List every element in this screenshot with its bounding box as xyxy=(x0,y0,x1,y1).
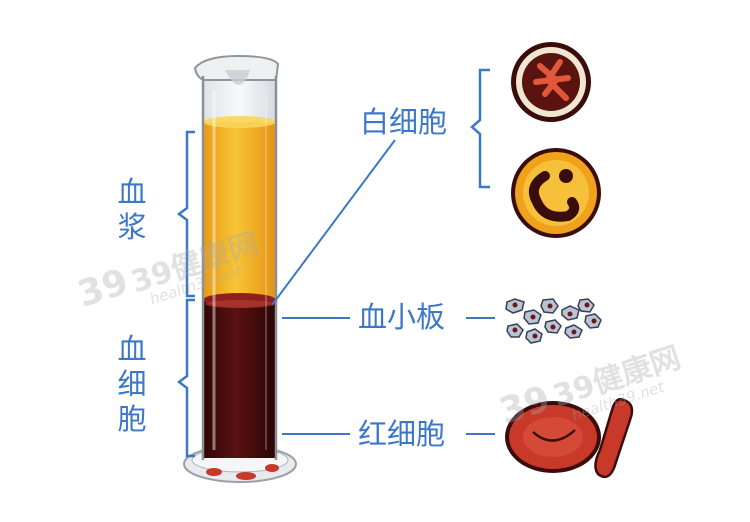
cylinder-glass-top xyxy=(203,78,276,122)
graduated-cylinder xyxy=(183,54,297,483)
label-plasma: 血浆 xyxy=(117,175,147,244)
white-blood-cell-1 xyxy=(511,42,591,122)
white-blood-cell-2 xyxy=(511,148,601,238)
bracket-blood-cells xyxy=(176,298,195,458)
red-blood-cell-disc xyxy=(505,401,601,473)
label-white-blood-cells: 白细胞 xyxy=(360,105,448,139)
label-red-blood-cells: 红细胞 xyxy=(358,417,446,451)
blood-cell-layer xyxy=(203,298,276,458)
platelets-group xyxy=(505,298,602,344)
cylinder-rim xyxy=(193,54,280,81)
label-platelets: 血小板 xyxy=(358,300,446,334)
bracket-white-blood-cells xyxy=(470,68,490,189)
red-blood-cell-side xyxy=(594,397,634,479)
label-blood-cells: 血细胞 xyxy=(117,332,147,436)
bracket-plasma xyxy=(176,130,195,298)
plasma-layer xyxy=(203,122,276,298)
connector-white-blood-cells xyxy=(271,139,396,306)
